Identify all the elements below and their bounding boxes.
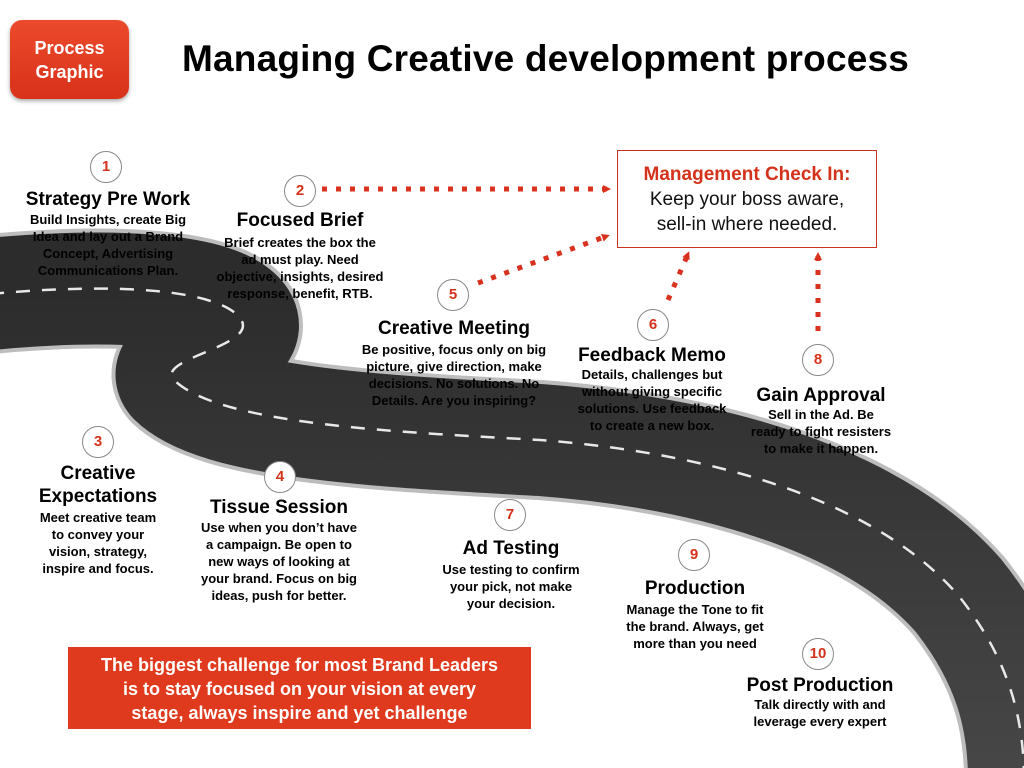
step-10-desc-line: Talk directly with and: [754, 697, 886, 712]
step-5-desc-line: picture, give direction, make: [366, 359, 542, 374]
step-3-desc-line: vision, strategy,: [48, 544, 147, 559]
step-8-desc-line: ready to fight resisters: [750, 424, 892, 439]
step-1-number: 1: [90, 151, 122, 183]
step-10-number: 10: [802, 638, 834, 670]
step-4-number: 4: [264, 461, 296, 493]
step-6-description: Details, challenges but without giving s…: [562, 366, 742, 434]
step-9-description: Manage the Tone to fit the brand. Always…: [610, 601, 780, 652]
step-5-number: 5: [437, 279, 469, 311]
step-5-desc-line: decisions. No solutions. No: [368, 376, 540, 391]
process-graphic-badge: Process Graphic: [10, 20, 129, 99]
step-3-title-line: Creative: [60, 463, 136, 484]
step-8-description: Sell in the Ad. Be ready to fight resist…: [738, 406, 904, 457]
step-1-title: Strategy Pre Work: [10, 188, 206, 211]
step-9-title-line: Production: [644, 578, 746, 599]
step-7-title-line: Ad Testing: [462, 538, 560, 559]
step-3-description: Meet creative team to convey your vision…: [18, 509, 178, 577]
management-heading: Management Check In:: [643, 164, 851, 185]
step-3-title-line: Expectations: [38, 486, 158, 507]
step-9-desc-line: more than you need: [633, 636, 757, 651]
step-7-desc-line: your decision.: [466, 596, 556, 611]
step-7-title: Ad Testing: [426, 537, 596, 560]
step-6-desc-line: without giving specific: [581, 384, 723, 399]
step-2-title: Focused Brief: [200, 209, 400, 232]
step-3-desc-line: Meet creative team: [39, 510, 157, 525]
step-4-title: Tissue Session: [184, 496, 374, 519]
step-9-title: Production: [610, 577, 780, 600]
management-check-in-box: Management Check In: Keep your boss awar…: [617, 150, 877, 248]
step-9-desc-line: Manage the Tone to fit: [626, 602, 764, 617]
step-3-number: 3: [82, 426, 114, 458]
step-7-number: 7: [494, 499, 526, 531]
challenge-line-2: is to stay focused on your vision at eve…: [122, 679, 477, 699]
step-2-desc-line: Brief creates the box the: [224, 235, 376, 250]
page-title: Managing Creative development process: [182, 38, 910, 79]
management-line-1: Keep your boss aware,: [649, 189, 845, 210]
step-5-title: Creative Meeting: [344, 317, 564, 340]
step-8-desc-line: Sell in the Ad. Be: [768, 407, 874, 422]
step-2-desc-line: objective, insights, desired: [216, 269, 384, 284]
step-10-title: Post Production: [736, 674, 904, 697]
step-3-title: Creative Expectations: [18, 462, 178, 508]
step-5-desc-line: Details. Are you inspiring?: [371, 393, 537, 408]
challenge-callout: The biggest challenge for most Brand Lea…: [68, 647, 531, 729]
step-9-desc-line: the brand. Always, get: [626, 619, 764, 634]
step-2-title-line: Focused Brief: [236, 210, 364, 231]
arrow-meeting-to-management: [477, 233, 610, 286]
step-6-title: Feedback Memo: [562, 344, 742, 367]
step-4-desc-line: ideas, push for better.: [211, 588, 347, 603]
step-3-desc-line: to convey your: [51, 527, 145, 542]
arrow-memo-to-management: [665, 251, 691, 301]
step-1-desc-line: Build Insights, create Big: [29, 212, 187, 227]
step-2-desc-line: response, benefit, RTB.: [227, 286, 373, 301]
management-line-2: sell-in where needed.: [656, 214, 838, 235]
step-1-desc-line: Communications Plan.: [37, 263, 179, 278]
step-1-title-line: Strategy Pre Work: [25, 189, 191, 210]
step-8-title: Gain Approval: [738, 384, 904, 407]
step-9-number: 9: [678, 539, 710, 571]
step-6-number: 6: [637, 309, 669, 341]
step-5-title-line: Creative Meeting: [377, 318, 531, 339]
road-centerline: [0, 287, 1024, 768]
step-4-desc-line: Use when you don’t have: [200, 520, 358, 535]
step-8-title-line: Gain Approval: [756, 385, 886, 406]
badge-line-1: Process: [34, 37, 105, 58]
step-4-desc-line: a campaign. Be open to: [206, 537, 352, 552]
step-4-title-line: Tissue Session: [210, 497, 348, 518]
step-8-number: 8: [802, 344, 834, 376]
step-7-desc-line: Use testing to confirm: [442, 562, 580, 577]
step-5-desc-line: Be positive, focus only on big: [361, 342, 547, 357]
step-6-desc-line: Details, challenges but: [581, 367, 723, 382]
step-4-description: Use when you don’t have a campaign. Be o…: [184, 519, 374, 604]
step-6-desc-line: solutions. Use feedback: [577, 401, 727, 416]
step-10-desc-line: leverage every expert: [753, 714, 887, 729]
challenge-line-3: stage, always inspire and yet challenge: [131, 703, 468, 723]
step-1-desc-line: Concept, Advertising: [42, 246, 174, 261]
step-1-description: Build Insights, create Big Idea and lay …: [10, 211, 206, 279]
step-10-description: Talk directly with and leverage every ex…: [736, 696, 904, 730]
step-2-description: Brief creates the box the ad must play. …: [200, 234, 400, 302]
step-4-desc-line: your brand. Focus on big: [201, 571, 357, 586]
step-4-desc-line: new ways of looking at: [208, 554, 350, 569]
challenge-line-1: The biggest challenge for most Brand Lea…: [100, 655, 499, 675]
step-1-desc-line: Idea and lay out a Brand: [32, 229, 184, 244]
step-2-desc-line: ad must play. Need: [241, 252, 359, 267]
badge-line-2: Graphic: [35, 61, 104, 82]
step-3-desc-line: inspire and focus.: [42, 561, 154, 576]
step-2-number: 2: [284, 175, 316, 207]
step-5-description: Be positive, focus only on big picture, …: [344, 341, 564, 409]
step-6-desc-line: to create a new box.: [589, 418, 715, 433]
step-7-desc-line: your pick, not make: [449, 579, 573, 594]
step-10-title-line: Post Production: [746, 675, 894, 696]
step-6-title-line: Feedback Memo: [578, 345, 726, 366]
step-8-desc-line: to make it happen.: [763, 441, 879, 456]
step-7-description: Use testing to confirm your pick, not ma…: [426, 561, 596, 612]
